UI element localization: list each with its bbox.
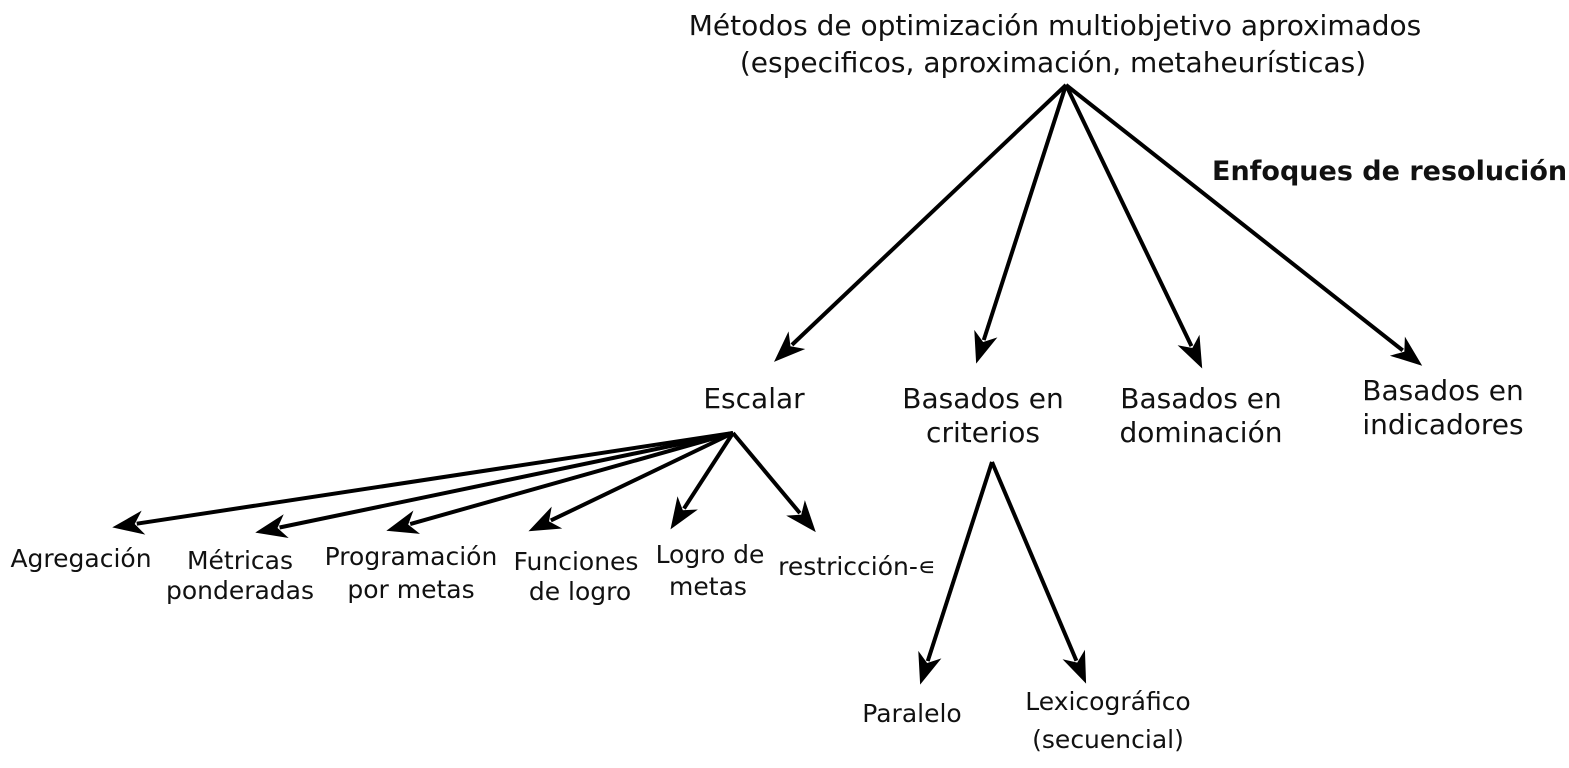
node-dominacion-line1: Basados en [1120,382,1281,415]
edge-root-dominacion-arrowhead [1177,334,1203,369]
edge-root-escalar [773,83,1068,362]
edges-layer [112,83,1423,685]
node-criterios: Basados en criterios [902,382,1063,449]
edge-escalar-agregacion [112,431,734,535]
edge-escalar-restriccion-arrowhead [786,500,816,533]
root-title-line2: (especificos, aproximación, metaheurísti… [740,46,1366,79]
edge-root-dominacion [1064,84,1203,369]
edge-criterios-paralelo-arrowhead [918,650,942,685]
edge-root-criterios [974,84,1068,364]
leaf-logro-line1: Logro de [656,540,765,569]
edge-escalar-agregacion-line [136,431,734,526]
node-escalar: Escalar [703,382,805,415]
leaf-paralelo: Paralelo [862,699,961,728]
node-dominacion-line2: dominación [1120,416,1283,449]
leaf-restriccion-line1: restricción-∊ [778,552,936,581]
leaf-metricas: Métricas ponderadas [166,546,314,605]
edge-escalar-logro-arrowhead [670,496,698,530]
edge-escalar-programacion [386,431,734,534]
leaf-funciones-line2: de logro [529,577,631,606]
edge-criterios-lexicografico-arrowhead [1062,649,1087,684]
edge-escalar-metricas-line [279,431,734,530]
edge-escalar-agregacion-arrowhead [112,510,146,535]
node-criterios-line2: criterios [926,416,1040,449]
node-criterios-line1: Basados en [902,382,1063,415]
leaf-funciones-line1: Funciones [514,547,639,576]
approaches-label: Enfoques de resolución [1212,156,1567,187]
edge-escalar-funciones-arrowhead [528,506,563,532]
edge-escalar-programacion-arrowhead [386,510,421,534]
edge-root-escalar-arrowhead [773,331,806,362]
leaf-metricas-line2: ponderadas [166,576,314,605]
edge-escalar-restriccion-line [731,431,802,515]
leaf-programacion-line2: por metas [347,575,474,604]
edge-root-indicadores-arrowhead [1389,336,1423,366]
edge-root-escalar-line [790,83,1068,347]
edge-criterios-lexicografico-line [990,461,1079,662]
root-title-line1: Métodos de optimización multiobjetivo ap… [689,9,1422,42]
node-indicadores-line1: Basados en [1362,374,1523,407]
leaf-lexicografico: Lexicográfico (secuencial) [1025,687,1190,754]
leaf-agregacion: Agregación [10,544,151,573]
leaf-lexicografico-line2: (secuencial) [1032,725,1184,754]
edge-escalar-metricas-arrowhead [255,514,289,539]
leaf-paralelo-line1: Paralelo [862,699,961,728]
leaf-metricas-line1: Métricas [187,546,293,575]
leaf-programacion: Programación por metas [325,542,498,604]
edge-escalar-programacion-line [409,431,734,526]
edge-escalar-funciones-line [549,431,734,523]
leaf-programacion-line1: Programación [325,542,498,571]
edge-criterios-lexicografico [990,461,1087,684]
edge-criterios-paralelo-line [925,461,994,662]
node-indicadores: Basados en indicadores [1362,374,1523,441]
edge-root-indicadores [1064,83,1423,366]
leaf-agregacion-line1: Agregación [10,544,151,573]
node-indicadores-line2: indicadores [1362,408,1523,441]
edge-root-criterios-line [981,84,1068,341]
leaf-logro: Logro de metas [656,540,765,601]
edge-root-criterios-arrowhead [974,329,998,364]
node-dominacion: Basados en dominación [1120,382,1283,449]
edge-escalar-logro-line [682,431,735,510]
edge-escalar-restriccion [731,431,816,533]
edge-escalar-metricas [255,431,734,539]
node-escalar-line1: Escalar [703,382,805,415]
root-node: Métodos de optimización multiobjetivo ap… [689,9,1422,79]
leaf-restriccion: restricción-∊ [778,552,936,581]
leaf-funciones: Funciones de logro [514,547,639,606]
edge-escalar-funciones [528,431,734,532]
edge-escalar-logro [670,431,735,530]
leaf-lexicografico-line1: Lexicográfico [1025,687,1190,716]
edge-criterios-paralelo [918,461,994,685]
edge-root-indicadores-line [1064,83,1404,352]
leaf-logro-line2: metas [669,572,747,601]
edge-root-dominacion-line [1064,84,1194,348]
